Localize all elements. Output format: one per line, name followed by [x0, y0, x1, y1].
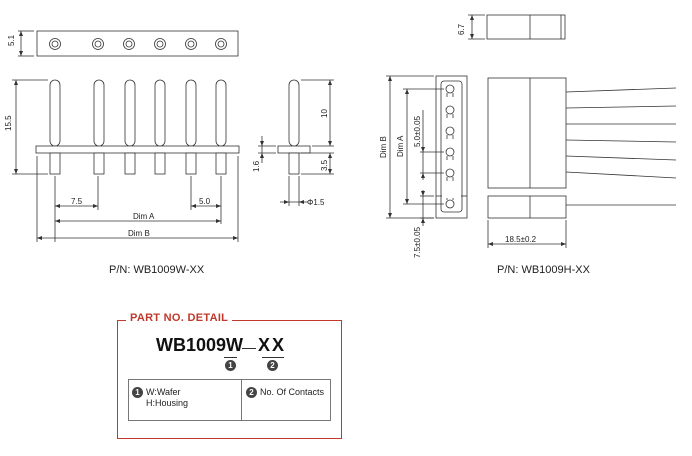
- dim-wafer-pin-length: 15.5: [4, 115, 13, 131]
- dim-wafer-height: 5.1: [7, 34, 16, 46]
- wafer-top-view: [18, 30, 239, 57]
- suffix-underline: [262, 357, 284, 358]
- dim-wafer-pin-diameter: Φ1.5: [307, 198, 325, 207]
- part-number-suffix: XX: [258, 335, 287, 355]
- part-number-base: WB1009W: [156, 335, 244, 355]
- wafer-side-view: [258, 79, 334, 206]
- legend-divider: [241, 380, 242, 420]
- marker-1-icon: 1: [225, 360, 236, 371]
- legend-2-text: No. Of Contacts: [260, 387, 325, 397]
- dim-wafer-thickness: 1.6: [252, 160, 261, 172]
- legend-1-line1: W:Wafer: [146, 387, 181, 397]
- housing-part-number: P/N: WB1009H-XX: [497, 264, 590, 276]
- dim-wafer-b: Dim B: [128, 229, 150, 238]
- legend-marker-1-icon: 1: [132, 387, 143, 398]
- dim-wafer-a: Dim A: [133, 212, 155, 221]
- part-number-detail-box: PART NO. DETAIL WB1009W XX 1 2 1 W:Wafer…: [117, 312, 342, 439]
- dim-housing-b: Dim B: [379, 136, 388, 158]
- detail-title: PART NO. DETAIL: [126, 312, 233, 324]
- base-underline: [224, 357, 237, 358]
- dimension-labels: 5.1 15.5 7.5 5.0 Dim A Dim B 10 1.6 3.5 …: [4, 23, 537, 258]
- dim-wafer-lower-pin: 3.5: [320, 159, 329, 171]
- dim-housing-offset: 7.5±0.05: [413, 226, 422, 258]
- housing-top-view: [468, 14, 566, 40]
- dim-wafer-upper-pin: 10: [320, 109, 329, 118]
- wafer-front-view: [12, 79, 240, 242]
- housing-front-view: [386, 75, 468, 226]
- housing-side-view: [487, 77, 677, 248]
- dim-housing-length: 18.5±0.2: [505, 235, 537, 244]
- dim-housing-top-height: 6.7: [457, 23, 466, 35]
- wafer-part-number: P/N: WB1009W-XX: [109, 264, 205, 276]
- legend-marker-2-icon: 2: [246, 387, 257, 398]
- legend-1-line2: H:Housing: [146, 398, 189, 408]
- marker-2-icon: 2: [267, 360, 278, 371]
- legend-table: 1 W:Wafer H:Housing 2 No. Of Contacts: [128, 379, 331, 421]
- dim-housing-a: Dim A: [396, 135, 405, 157]
- dim-wafer-pitch: 5.0: [199, 197, 211, 206]
- dim-wafer-first-pitch: 7.5: [71, 197, 83, 206]
- dim-housing-pitch: 5.0±0.05: [413, 115, 422, 147]
- dimension-arrows: [14, 15, 566, 246]
- part-number-dash: [242, 348, 256, 349]
